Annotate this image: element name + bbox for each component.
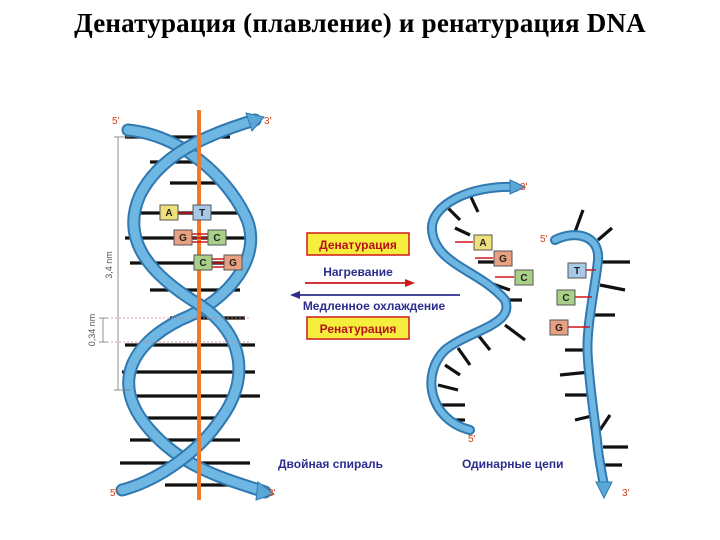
base-label: G xyxy=(229,258,237,269)
process-arrows: Денатурация Нагревание Медленное охлажде… xyxy=(290,232,460,340)
base-label: C xyxy=(213,233,220,244)
base-label: C xyxy=(520,273,527,284)
base-label: G xyxy=(555,323,563,334)
base-pair-2: G C xyxy=(173,229,227,246)
base-label: G xyxy=(499,254,507,265)
caption-single-strands: Одинарные цепи xyxy=(462,457,563,471)
single-strand-left: A G C 3' 5' xyxy=(426,179,534,445)
helix-arrow-bottom-icon xyxy=(255,481,276,501)
helix-arrow-top-icon xyxy=(245,112,265,132)
page-title: Денатурация (плавление) и ренатурация DN… xyxy=(74,8,646,38)
double-helix: A T G C C G 5' 3' 5' 3' xyxy=(87,110,383,501)
strand-left-5prime: 5' xyxy=(468,434,476,445)
cooling-label: Медленное охлаждение xyxy=(303,299,446,313)
renaturation-label: Ренатурация xyxy=(320,322,397,336)
heating-label: Нагревание xyxy=(323,265,393,279)
base-label: A xyxy=(165,208,172,219)
strand-right-3prime: 3' xyxy=(622,488,630,499)
strand-left-arrow-icon xyxy=(509,179,527,195)
strand-left-3prime: 3' xyxy=(520,182,528,193)
base-pair-1: A T xyxy=(159,204,212,221)
caption-double-helix: Двойная спираль xyxy=(278,457,383,471)
strand-right-arrow-icon xyxy=(595,481,613,500)
denaturation-box xyxy=(306,232,410,256)
helix-5prime-bottom: 5' xyxy=(110,488,118,499)
base-label: A xyxy=(479,238,486,249)
single-strand-right: T C G 5' 3' xyxy=(540,209,630,500)
strand-right-5prime: 5' xyxy=(540,234,548,245)
dimension-034nm: 0,34 nm xyxy=(87,314,97,347)
base-label: G xyxy=(179,233,187,244)
dimension-markers xyxy=(99,136,250,391)
base-label: C xyxy=(199,258,206,269)
helix-5prime-top: 5' xyxy=(112,116,120,127)
base-label: C xyxy=(562,293,569,304)
base-label: T xyxy=(574,266,580,277)
base-pair-3: C G xyxy=(193,254,243,271)
base-label: T xyxy=(199,208,205,219)
cooling-arrowhead-icon xyxy=(290,291,300,299)
helix-3prime-top: 3' xyxy=(264,116,272,127)
dimension-34nm: 3,4 nm xyxy=(104,251,114,279)
denaturation-label: Денатурация xyxy=(319,238,397,252)
helix-strand-2 xyxy=(115,113,262,497)
helix-3prime-bottom: 3' xyxy=(268,488,276,499)
heating-arrowhead-icon xyxy=(405,279,415,287)
renaturation-box xyxy=(306,316,410,340)
